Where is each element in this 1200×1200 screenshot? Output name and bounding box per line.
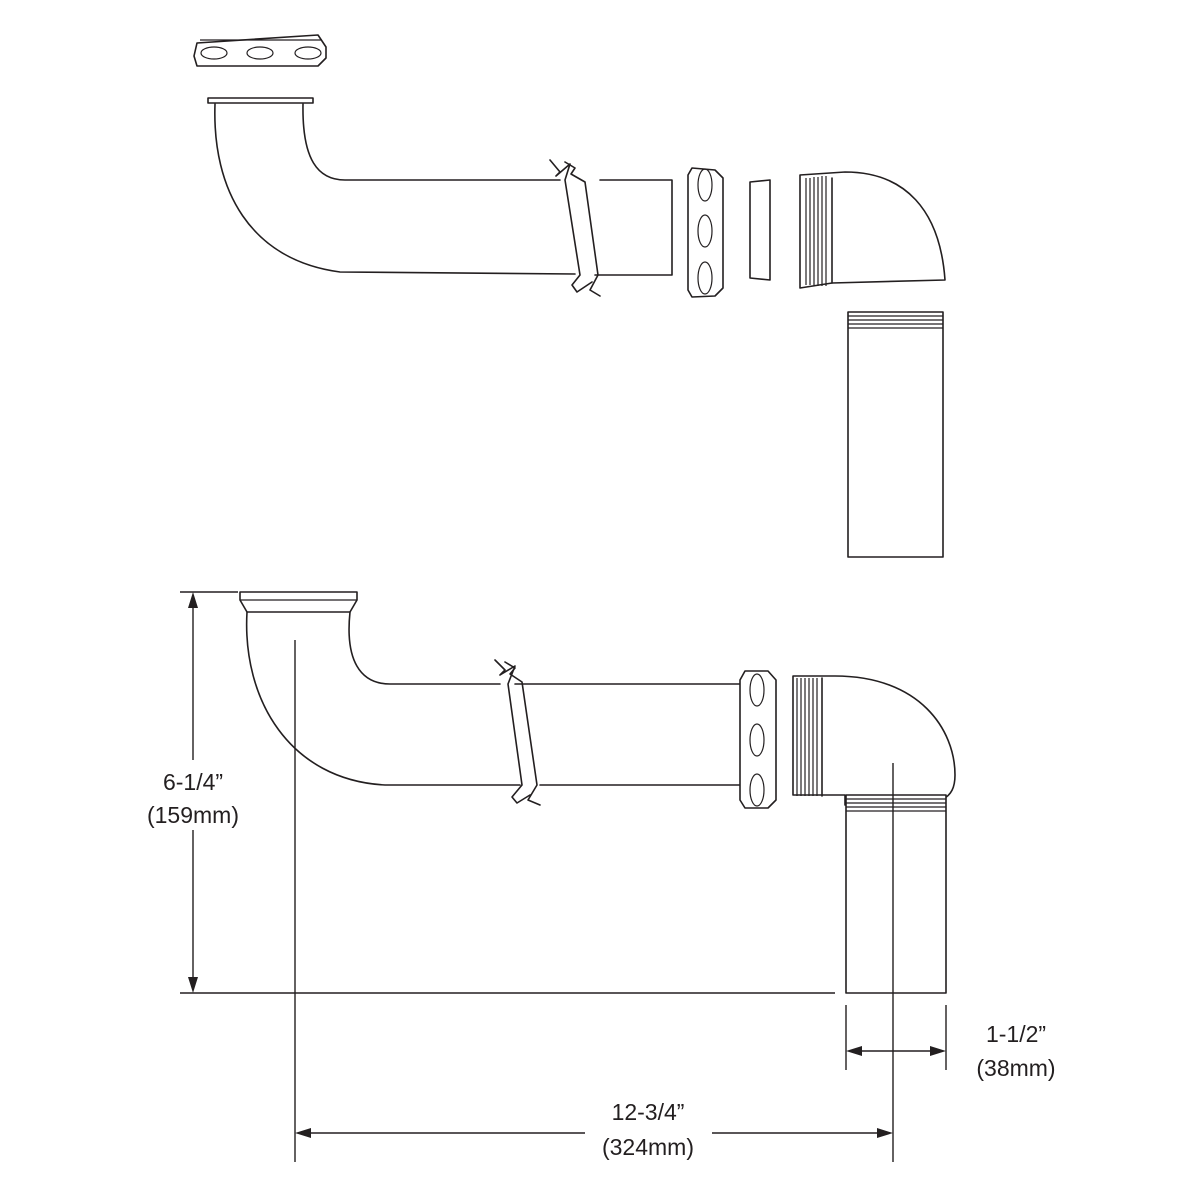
assembled-flange (739, 670, 777, 809)
assembled-view (239, 591, 956, 994)
assembled-threaded-elbow (792, 675, 956, 806)
height-metric-label: (159mm) (147, 802, 239, 828)
dimension-labels: 6-1/4” (159mm) 1-1/2” (38mm) 12-3/4” (32… (147, 769, 1056, 1160)
assembled-outlet-tube (845, 794, 947, 994)
dimension-lines (180, 591, 947, 1162)
height-imperial-label: 6-1/4” (163, 769, 223, 795)
assembled-elbow-tube (245, 611, 746, 806)
exploded-nut-plate (193, 34, 327, 67)
assembled-top-flange (239, 591, 358, 613)
exploded-view (193, 34, 946, 558)
exploded-washer (749, 179, 771, 281)
exploded-straight-tube (847, 311, 944, 558)
diameter-imperial-label: 1-1/2” (986, 1021, 1046, 1047)
length-metric-label: (324mm) (602, 1134, 694, 1160)
exploded-threaded-elbow (799, 171, 946, 289)
length-imperial-label: 12-3/4” (612, 1099, 685, 1125)
exploded-flange (687, 167, 724, 298)
exploded-elbow-tube (207, 97, 673, 297)
diameter-metric-label: (38mm) (976, 1055, 1055, 1081)
